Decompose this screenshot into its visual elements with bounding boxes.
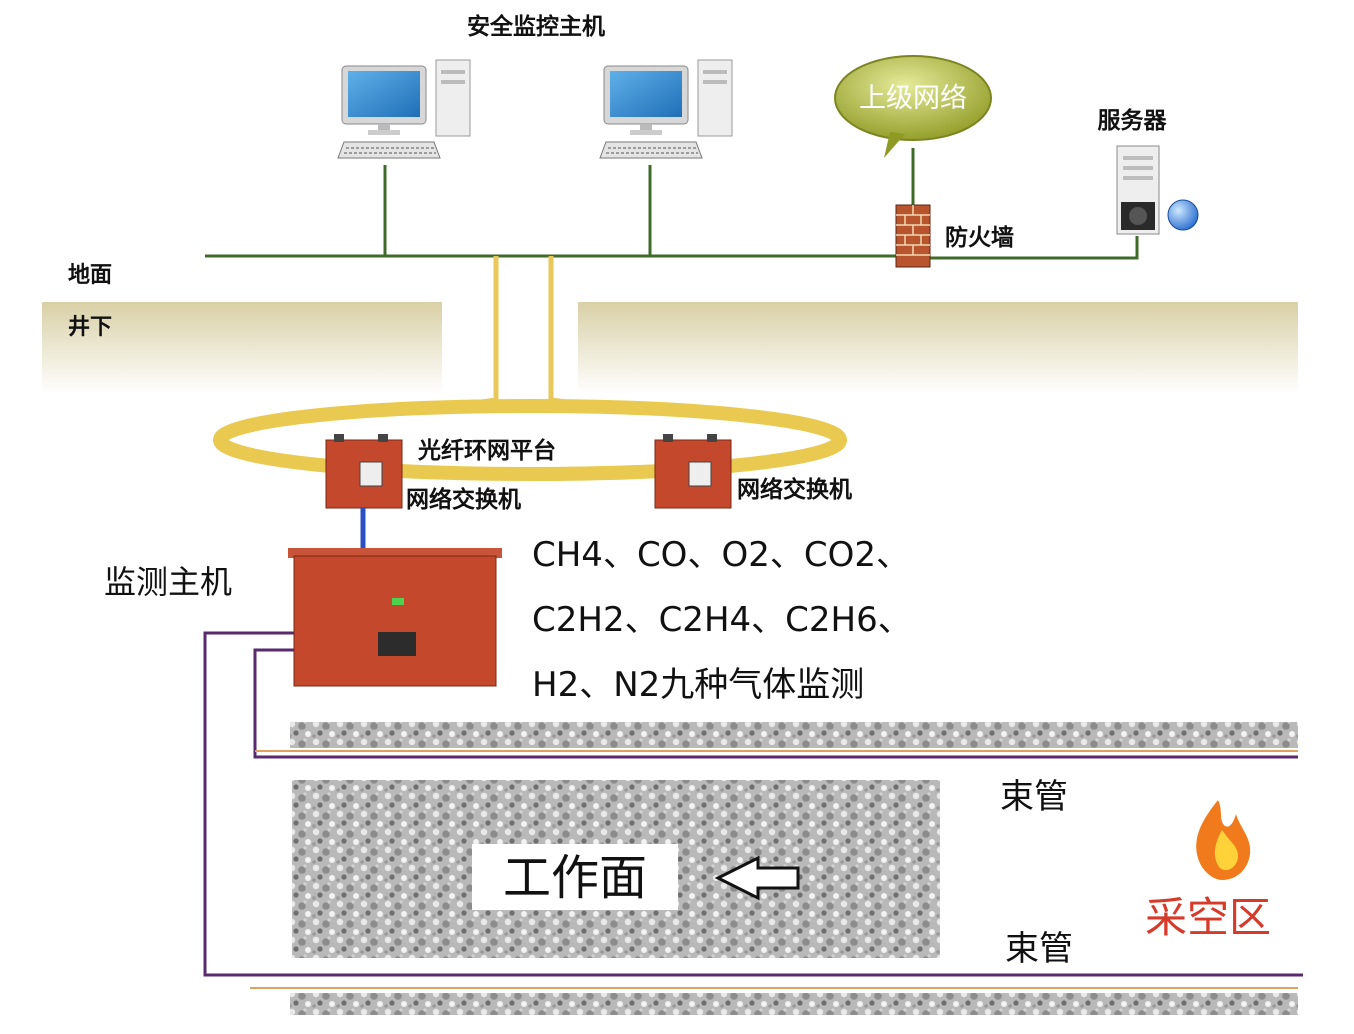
ground-label: 地面	[68, 262, 112, 288]
rock-strip-top	[290, 722, 1298, 748]
brick-wall-icon	[895, 204, 931, 268]
surface-network-lines	[205, 148, 1139, 260]
security-host-label: 安全监控主机	[467, 13, 605, 40]
server-tower-icon	[1116, 145, 1160, 235]
fiber-ring	[213, 399, 847, 481]
working-face-label: 工作面	[503, 850, 647, 906]
bundle-tube-top-label: 束管	[1000, 777, 1068, 817]
fiber-ring-label: 光纤环网平台	[417, 437, 556, 464]
underground-label: 井下	[68, 314, 112, 340]
ground-band-left	[42, 302, 442, 394]
fiber-downlinks	[459, 256, 591, 408]
working-face-label-box	[472, 844, 678, 910]
network-switch-left-icon	[325, 434, 403, 509]
bundle-tube-bottom-label: 束管	[1005, 929, 1073, 969]
firewall-label: 防火墙	[945, 224, 1014, 251]
goaf-label: 采空区	[1145, 893, 1271, 942]
rock-strip-bottom	[290, 993, 1298, 1015]
ground-band-right	[578, 302, 1298, 394]
monitor-host-label: 监测主机	[104, 563, 232, 601]
gas-line-2: C2H2、C2H4、C2H6、	[532, 600, 912, 640]
globe-icon	[1167, 199, 1199, 231]
bundle-tubes	[203, 631, 1303, 977]
computer-right-icon	[599, 59, 733, 159]
upper-network-cloud-icon	[834, 55, 992, 158]
gas-line-3: H2、N2九种气体监测	[532, 665, 864, 705]
monitor-host-box-icon	[288, 548, 502, 687]
switch-left-label: 网络交换机	[406, 486, 521, 513]
fire-icon	[1196, 800, 1251, 880]
computer-left-icon	[337, 59, 471, 159]
switch-right-label: 网络交换机	[737, 476, 852, 503]
gas-line-1: CH4、CO、O2、CO2、	[532, 535, 910, 575]
server-label: 服务器	[1098, 107, 1168, 134]
left-arrow-icon	[714, 855, 800, 901]
upper-network-label: 上级网络	[859, 83, 967, 114]
network-switch-right-icon	[654, 434, 732, 509]
